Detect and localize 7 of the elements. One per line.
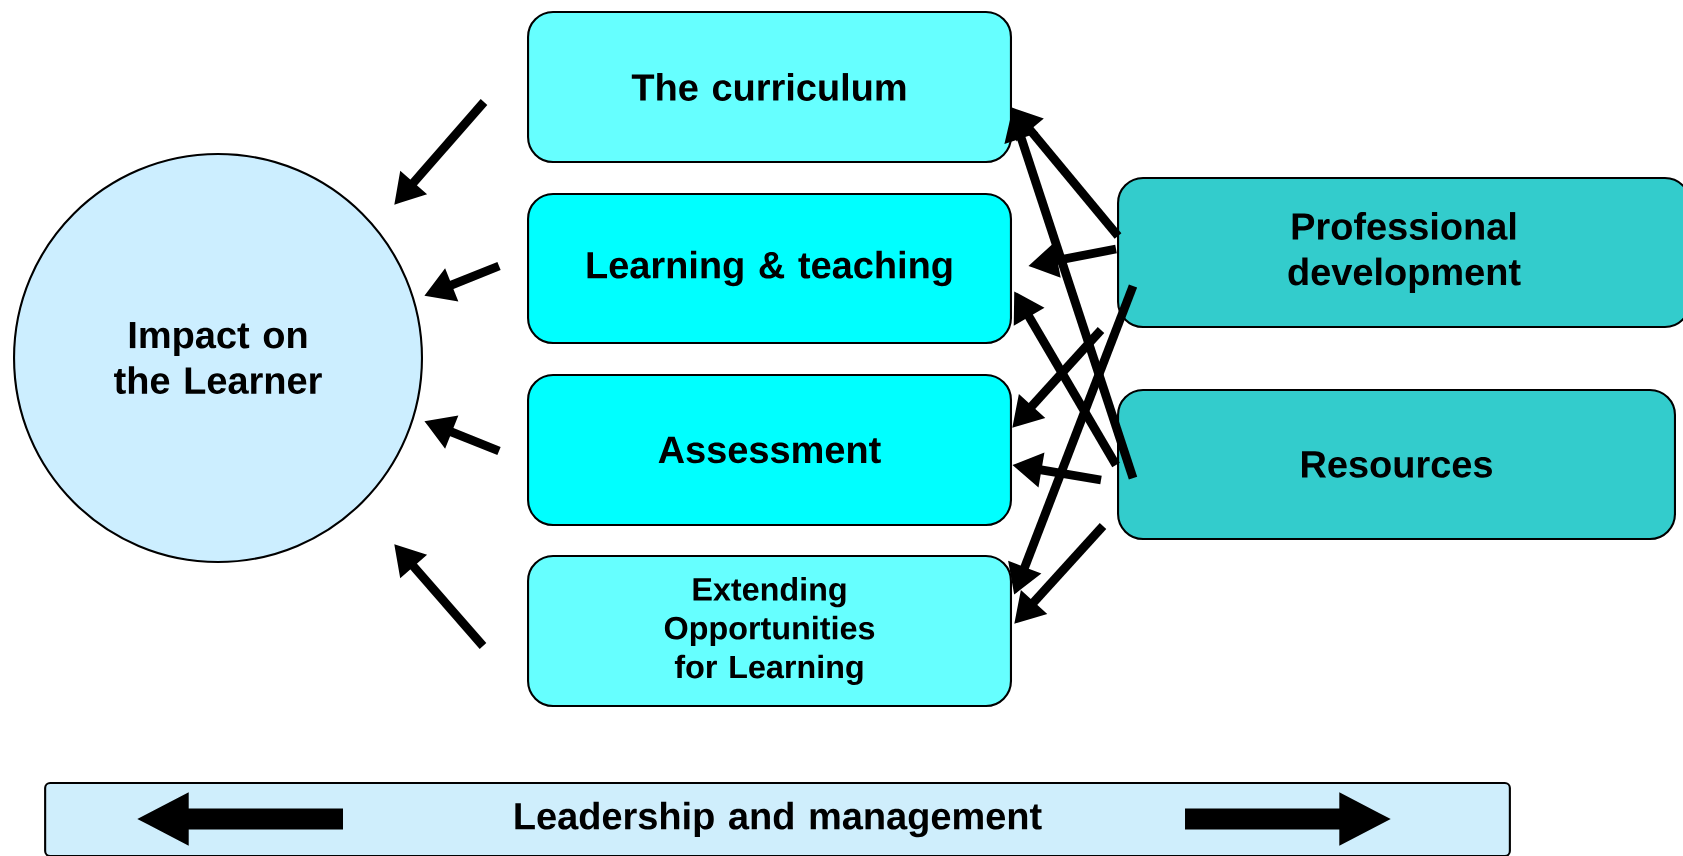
process-box: Extending Opportunities for Learning: [527, 554, 1012, 708]
support-box: Resources: [1117, 388, 1677, 541]
leadership-band: Leadership and management: [44, 781, 1511, 856]
support-box: Professional development: [1117, 176, 1683, 329]
process-box: Learning & teaching: [527, 192, 1012, 345]
process-box: The curriculum: [527, 10, 1012, 164]
process-box: Assessment: [527, 373, 1012, 527]
